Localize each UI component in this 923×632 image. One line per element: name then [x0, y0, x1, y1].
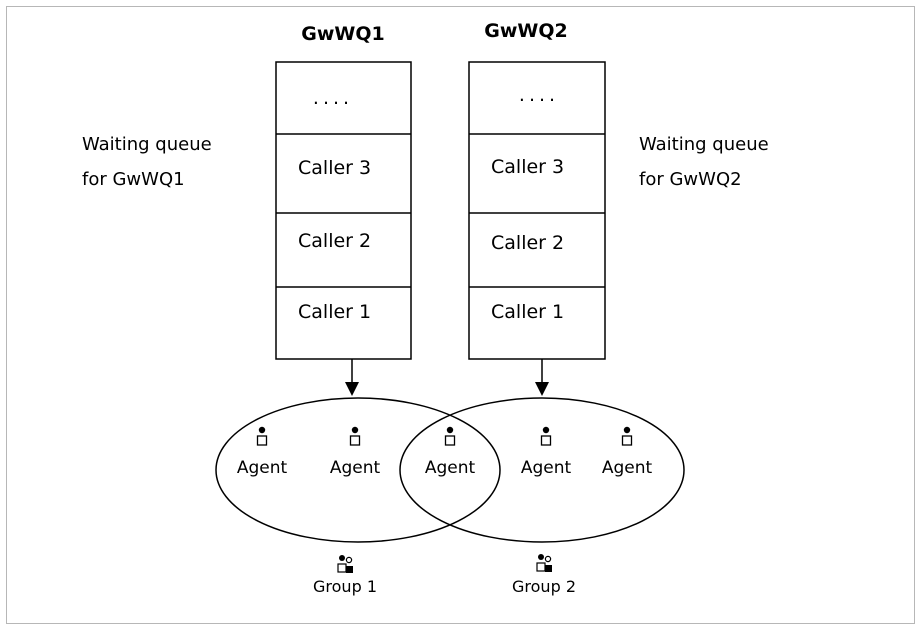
queue-cell-caller1: Caller 1 [298, 301, 371, 323]
agent: Agent [521, 426, 572, 478]
queue-cell-caller1: Caller 1 [491, 301, 564, 323]
queue-arrow-head [535, 382, 549, 396]
diagram-frame [6, 6, 915, 624]
group-icon [536, 554, 552, 572]
group-label: Group 2 [512, 577, 576, 596]
group-2-ellipse [399, 397, 685, 543]
queue-title-gwwq2: GwWQ2 [484, 20, 567, 42]
queue-gwwq2: GwWQ2 .... Caller 3 Caller 2 Caller 1 Wa… [468, 20, 769, 396]
queue-box [275, 61, 412, 360]
queue-description-line2: for GwWQ2 [639, 169, 742, 190]
agent: Agent [425, 426, 476, 478]
queue-arrow-head [345, 382, 359, 396]
agent-label: Agent [521, 458, 572, 478]
person-icon [349, 426, 361, 446]
person-icon [621, 426, 633, 446]
agent: Agent [330, 426, 381, 478]
queue-cell-caller3: Caller 3 [491, 156, 564, 178]
queue-cell-ellipsis: .... [313, 87, 353, 109]
queue-gwwq1: GwWQ1 .... Caller 3 Caller 2 Caller 1 Wa… [82, 23, 412, 396]
agent-label: Agent [602, 458, 653, 478]
queue-title-gwwq1: GwWQ1 [301, 23, 384, 45]
queue-cell-caller2: Caller 2 [298, 230, 371, 252]
agent: Agent [602, 426, 653, 478]
queue-description-line1: Waiting queue [82, 134, 212, 155]
agent-label: Agent [330, 458, 381, 478]
queue-cell-caller3: Caller 3 [298, 157, 371, 179]
group-label: Group 1 [313, 577, 377, 596]
person-icon [256, 426, 268, 446]
queue-box [468, 61, 606, 360]
queue-cell-ellipsis: .... [519, 84, 559, 106]
agent-label: Agent [425, 458, 476, 478]
group-1: Group 1 [313, 555, 377, 596]
agent-label: Agent [237, 458, 288, 478]
queue-cell-caller2: Caller 2 [491, 232, 564, 254]
agent: Agent [237, 426, 288, 478]
queue-description-line2: for GwWQ1 [82, 169, 185, 190]
queue-description-line1: Waiting queue [639, 134, 769, 155]
person-icon [444, 426, 456, 446]
group-icon [337, 555, 353, 573]
person-icon [540, 426, 552, 446]
group-1-ellipse [215, 397, 501, 543]
group-2: Group 2 [512, 554, 576, 596]
